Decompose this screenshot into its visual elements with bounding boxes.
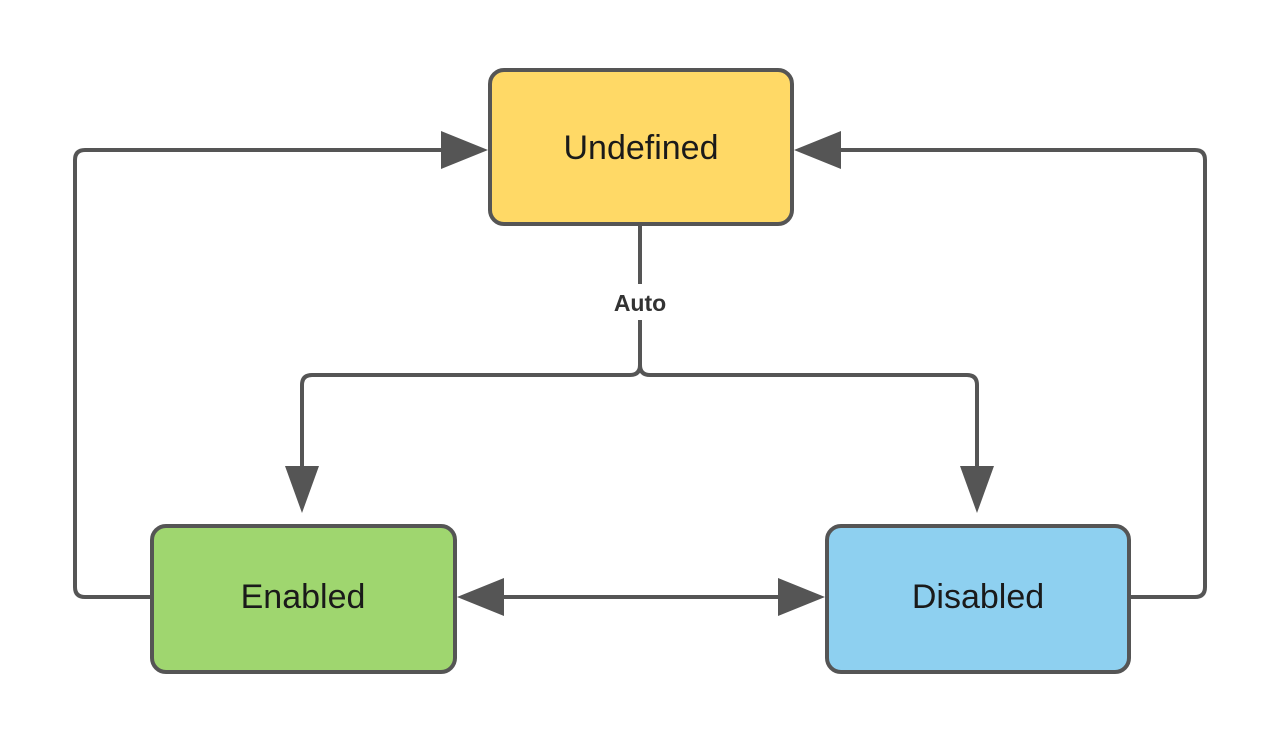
- edge-undefined-to-enabled[interactable]: [285, 224, 642, 513]
- node-undefined-shape: [488, 68, 794, 226]
- nodes-layer: Undefined Enabled Disabled: [150, 68, 1131, 674]
- edge-label-auto: Auto: [614, 290, 666, 316]
- node-enabled-shape: [150, 524, 457, 674]
- node-enabled-label: Enabled: [241, 578, 366, 616]
- edge-disabled-to-undefined[interactable]: [794, 131, 1207, 599]
- arrowhead-into-disabled: [960, 466, 994, 513]
- arrowhead-into-enabled-horizontal: [457, 578, 504, 616]
- auto-label-background: [598, 284, 682, 320]
- edge-undefined-to-disabled[interactable]: [638, 364, 994, 513]
- arrowhead-into-enabled: [285, 466, 319, 513]
- edge-enabled-disabled-bidirectional[interactable]: [457, 578, 825, 616]
- edge-enabled-to-undefined[interactable]: [73, 131, 488, 599]
- arrowhead-into-undefined-right: [794, 131, 841, 169]
- arrowhead-into-disabled-horizontal: [778, 578, 825, 616]
- edge-labels-layer: Auto: [598, 284, 682, 320]
- edge-path-enabled-to-undefined: [73, 148, 473, 599]
- arrowhead-into-undefined-left: [441, 131, 488, 169]
- edge-path-undefined-to-enabled: [300, 224, 642, 503]
- node-enabled[interactable]: Enabled: [150, 524, 457, 674]
- node-disabled-label: Disabled: [912, 578, 1044, 616]
- node-undefined-label: Undefined: [563, 129, 718, 167]
- node-disabled-shape: [825, 524, 1131, 674]
- edges-layer: [73, 131, 1207, 616]
- edge-path-disabled-to-undefined: [809, 148, 1207, 599]
- node-undefined[interactable]: Undefined: [488, 68, 794, 226]
- edge-path-undefined-to-disabled: [638, 364, 979, 503]
- node-disabled[interactable]: Disabled: [825, 524, 1131, 674]
